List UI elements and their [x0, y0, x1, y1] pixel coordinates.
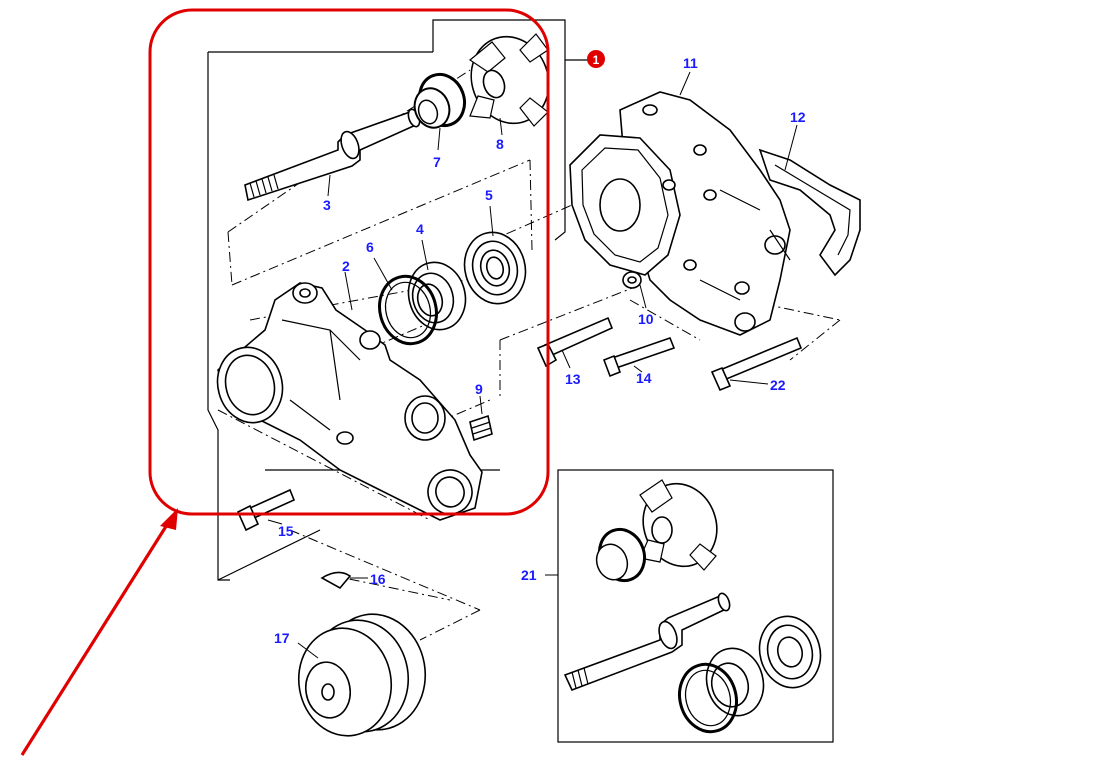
kit-bearing-small — [705, 647, 765, 717]
label-part-22: 22 — [770, 377, 786, 393]
bolt-part-22 — [710, 336, 803, 392]
label-part-3: 3 — [323, 197, 331, 213]
kit-bearing-large — [758, 615, 822, 689]
label-part-9: 9 — [475, 381, 483, 397]
label-part-5: 5 — [485, 187, 493, 203]
kit-shaft — [563, 592, 731, 692]
label-part-14: 14 — [636, 370, 652, 386]
label-part-10: 10 — [638, 311, 654, 327]
label-part-13: 13 — [565, 371, 581, 387]
label-part-11: 11 — [683, 55, 698, 71]
repair-kit-box — [557, 469, 834, 743]
label-part-21: 21 — [521, 567, 537, 583]
key-part-16 — [320, 571, 352, 590]
label-part-6: 6 — [366, 239, 374, 255]
position-badge: 1 — [587, 50, 605, 68]
bearing-part-5 — [463, 231, 527, 305]
kit-impeller — [639, 479, 718, 571]
highlight-frame — [148, 8, 550, 516]
pump-housing-part-2 — [216, 282, 483, 521]
label-part-12: 12 — [790, 109, 806, 125]
pump-body-part-11 — [619, 91, 791, 336]
label-part-4: 4 — [416, 221, 424, 237]
gasket-part-10 — [569, 134, 681, 289]
kit-snap-ring — [678, 662, 738, 734]
bolt-part-14 — [602, 336, 676, 378]
label-part-15: 15 — [278, 523, 294, 539]
snap-ring-part-6 — [378, 274, 438, 346]
label-part-16: 16 — [370, 571, 386, 587]
seal-part-7 — [413, 72, 467, 129]
part-labels: 2 3 4 5 6 7 8 9 10 11 12 13 14 15 16 17 … — [274, 55, 806, 646]
label-part-7: 7 — [433, 154, 441, 170]
leader-lines — [267, 71, 798, 659]
label-part-17: 17 — [274, 630, 290, 646]
shaft-part-3 — [244, 108, 421, 202]
position-badge-text: 1 — [593, 53, 600, 67]
kit-seal — [595, 527, 647, 583]
pulley-part-17 — [297, 613, 427, 737]
plug-part-9 — [469, 414, 493, 442]
highlight-arrow — [20, 508, 178, 756]
bearing-part-4 — [407, 261, 467, 331]
impeller-part-8 — [468, 33, 550, 127]
label-part-8: 8 — [496, 136, 504, 152]
label-part-2: 2 — [342, 258, 350, 274]
gasket-part-12 — [758, 148, 861, 277]
